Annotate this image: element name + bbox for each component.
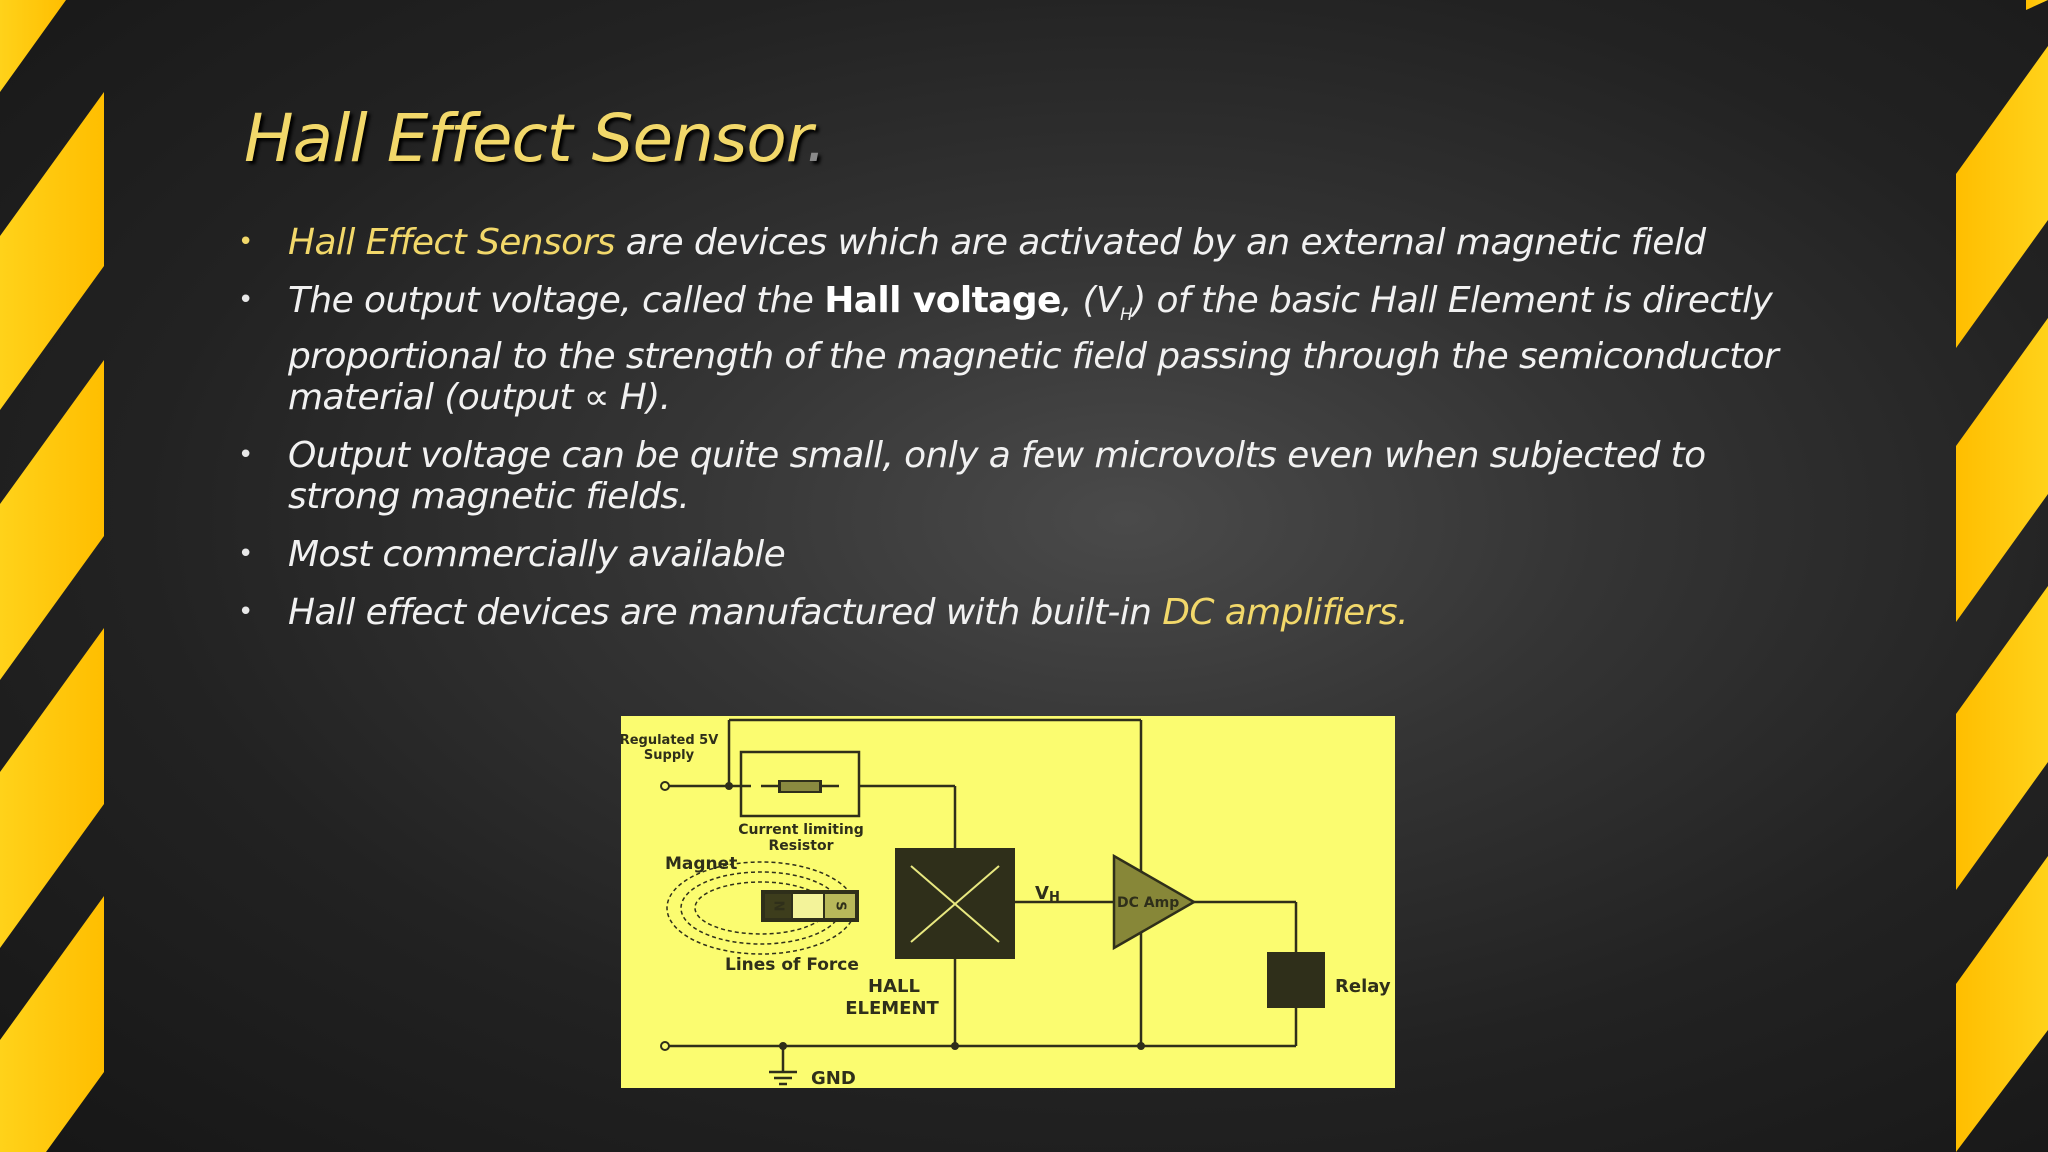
gnd-label: GND [811, 1068, 856, 1088]
bullet-marker: • [238, 440, 253, 470]
hazard-stripes-right [1956, 0, 2048, 1152]
bullet-marker: • [238, 539, 253, 569]
stripe [0, 360, 104, 680]
stripe [0, 628, 104, 948]
stripe [0, 0, 66, 92]
supply-terminal [660, 781, 670, 791]
bullet-text: ) of the basic Hall Element is directly … [288, 280, 1779, 418]
bullet-list: • Hall Effect Sensors are devices which … [238, 222, 1798, 650]
bullet-text: Output voltage can be quite small, only … [288, 435, 1706, 517]
bullet-text: , (V [1060, 280, 1121, 321]
stripe [1956, 586, 2048, 890]
relay-label: Relay [1335, 976, 1391, 997]
title-dot: . [805, 100, 827, 177]
bullet-item: • Output voltage can be quite small, onl… [238, 435, 1798, 517]
bullet-item: • Hall effect devices are manufactured w… [238, 592, 1798, 633]
junction-dot [779, 1042, 787, 1050]
junction-dot [1137, 1042, 1145, 1050]
hall-sensor-circuit-diagram: N S DC Amp Regulated 5V Supply Current l… [621, 716, 1395, 1088]
bullet-text: The output voltage, called the [288, 280, 825, 321]
hazard-stripes-left [0, 0, 104, 1152]
bullet-item: • Most commercially available [238, 534, 1798, 575]
highlight-text: DC amplifiers. [1162, 592, 1408, 633]
bullet-marker: • [238, 227, 253, 257]
junction-dot [951, 1042, 959, 1050]
bullet-marker: • [238, 285, 253, 315]
bullet-item: • The output voltage, called the Hall vo… [238, 280, 1798, 418]
title-text: Hall Effect Sensor [244, 100, 807, 177]
hall-label: ELEMENT [845, 998, 939, 1019]
magnet-icon [761, 890, 859, 922]
magnet-s-label: S [833, 901, 848, 910]
supply-label: Regulated 5V [621, 733, 718, 748]
hall-element-cross [910, 865, 1000, 943]
vh-label-sub: H [1049, 890, 1060, 905]
bullet-marker: • [238, 597, 253, 627]
dc-amp-label: DC Amp [1117, 895, 1179, 911]
junction-dot [725, 782, 733, 790]
hall-label: HALL [868, 976, 920, 997]
resistor-body [781, 782, 819, 791]
bullet-text: Hall effect devices are manufactured wit… [288, 592, 1163, 633]
magnet-label: Magnet [665, 854, 737, 874]
supply-label: Supply [644, 748, 695, 763]
stripe [0, 92, 104, 410]
resistor-box [739, 750, 861, 818]
stripe [0, 896, 104, 1152]
vh-label: VH [1035, 883, 1060, 905]
slide-title: Hall Effect Sensor. [244, 100, 827, 177]
stripe [1956, 46, 2048, 348]
stripe [1956, 856, 2048, 1152]
bold-text: Hall voltage [824, 280, 1061, 321]
resistor-label: Current limiting [738, 822, 864, 838]
highlight-text: Hall Effect Sensors [288, 222, 616, 263]
vh-label-main: V [1035, 883, 1049, 904]
magnet-n-label: N [771, 901, 786, 912]
dc-amp-triangle [1112, 853, 1197, 951]
bullet-text: Most commercially available [288, 534, 786, 575]
resistor-label: Resistor [769, 838, 834, 854]
relay-box [1267, 952, 1325, 1008]
circuit-svg: N S DC Amp Regulated 5V Supply Current l… [621, 718, 1391, 1088]
stripe [2026, 0, 2048, 10]
bullet-item: • Hall Effect Sensors are devices which … [238, 222, 1798, 263]
bullet-text: are devices which are activated by an ex… [614, 222, 1706, 263]
lines-of-force-label: Lines of Force [725, 955, 859, 975]
stripe [1956, 318, 2048, 622]
ground-terminal [660, 1041, 670, 1051]
subscript-text: H [1120, 305, 1133, 325]
